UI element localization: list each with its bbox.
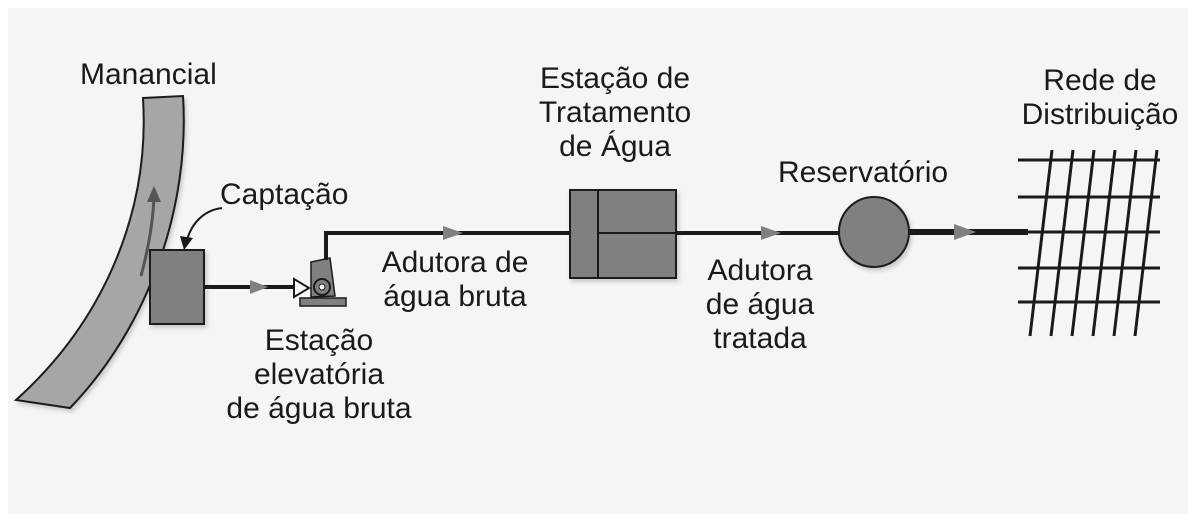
pipe-arrow-4 [954,224,976,240]
label-adutora-tratada-line2: de água [705,288,815,321]
label-eta-line1: Estação de [539,62,691,95]
reservoir [838,196,910,268]
label-reservatorio: Reservatório [778,156,949,189]
river-flow-arrowhead [147,186,161,202]
pipe-arrow-2 [443,226,463,240]
intake-block [149,249,205,325]
label-adutora-agua-bruta: Adutora de água bruta [360,246,550,314]
pump-base [299,297,347,307]
label-estacao-elevatoria-line3: de água bruta [226,392,412,425]
label-estacao-elevatoria-line2: elevatória [253,358,385,391]
label-rede-line1: Rede de [1043,64,1157,97]
label-adutora-tratada-line3: tratada [713,322,807,355]
pipe-adutora-bruta [324,231,570,260]
label-eta-line3: de Água [559,130,671,163]
label-estacao-elevatoria: Estação elevatória de água bruta [204,324,434,426]
label-estacao-tratamento: Estação de Tratamento de Água [510,62,720,164]
captacao-pointer [186,207,223,241]
label-rede-line2: Distribuição [1021,98,1179,131]
label-adutora-bruta-line2: água bruta [383,280,527,313]
captacao-pointer-head [180,236,193,250]
river-manancial [13,94,185,410]
label-manancial: Manancial [80,58,217,91]
label-adutora-agua-tratada: Adutora de água tratada [680,254,840,356]
label-adutora-tratada-line1: Adutora [707,254,813,287]
pump-valve [293,277,311,299]
pipe-arrow-1 [250,280,268,294]
label-rede-distribuicao: Rede de Distribuição [1008,64,1192,132]
river-flow-arrow [139,195,156,277]
label-adutora-bruta-line1: Adutora de [381,246,529,279]
distribution-network [1018,149,1160,337]
label-estacao-elevatoria-line1: Estação [264,324,374,357]
label-captacao: Captação [220,178,349,211]
label-eta-line2: Tratamento [538,96,692,129]
pump-impeller-hub [318,283,326,291]
pipe-arrow-3 [761,226,781,240]
